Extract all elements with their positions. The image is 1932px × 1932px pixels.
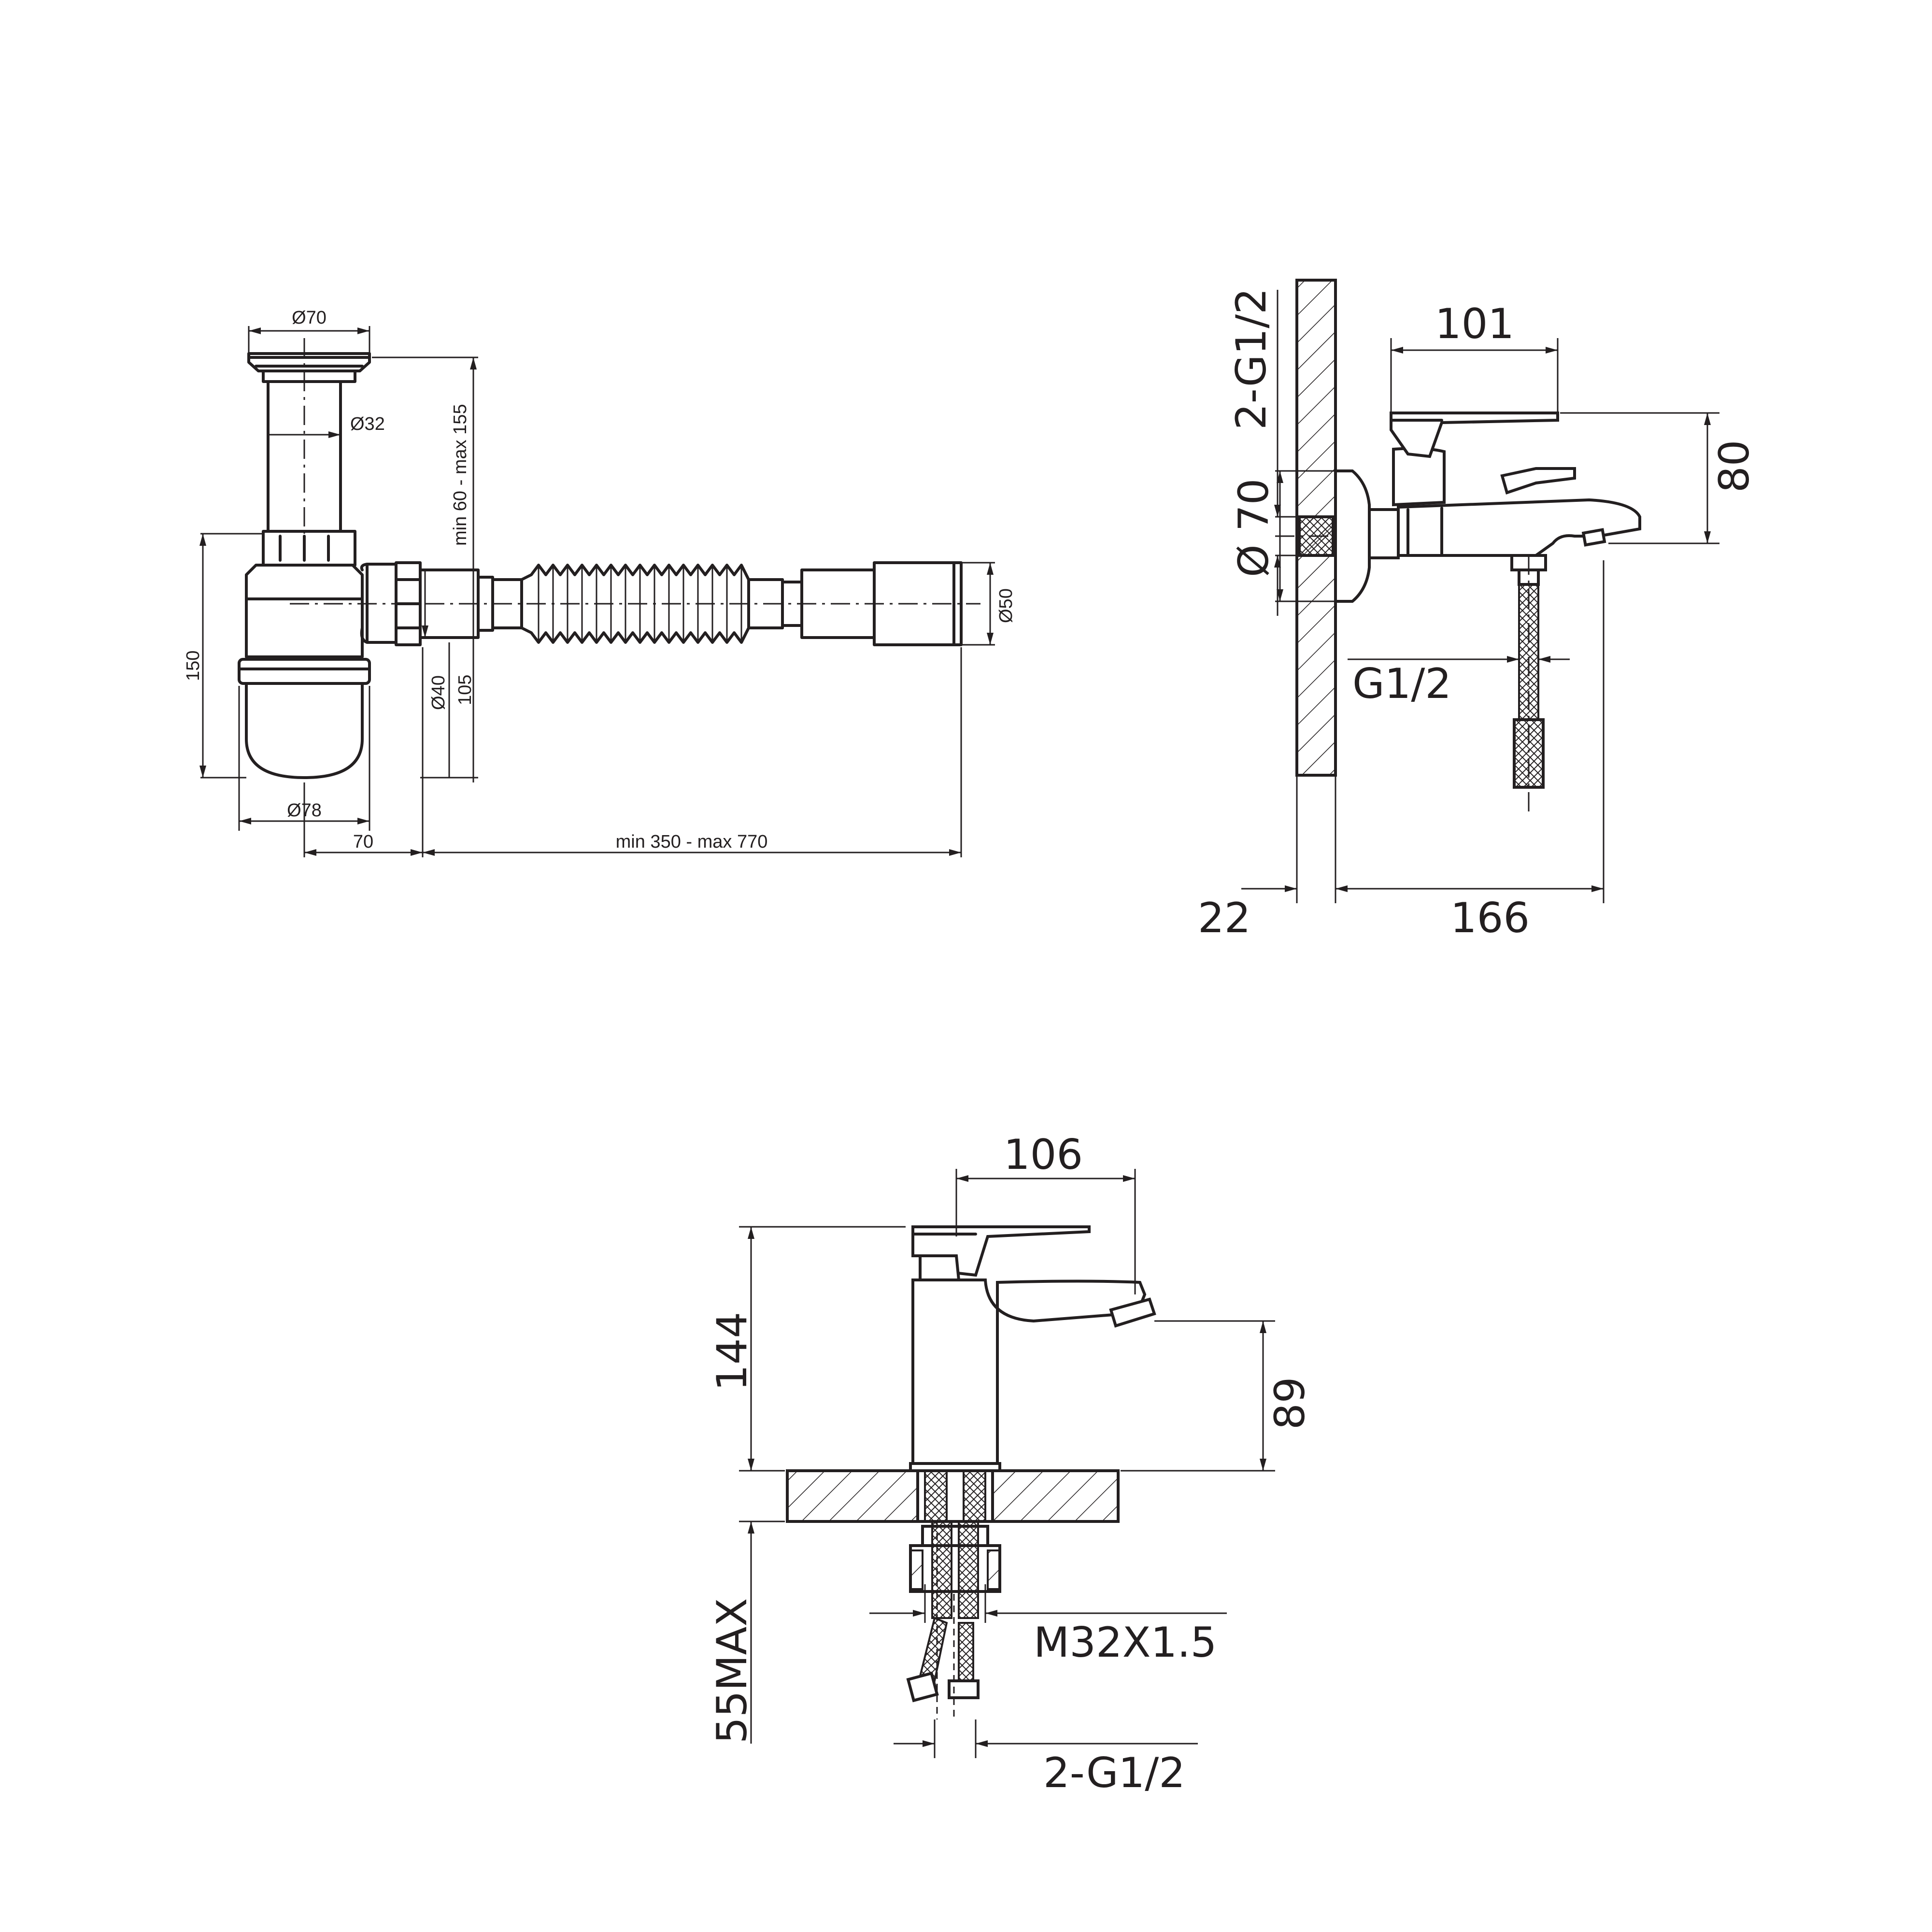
- siphon-dim-hose-length: min 350 - max 770: [616, 832, 768, 852]
- basin-hose-right: [958, 1622, 974, 1682]
- bath-dim-flange-diameter: Ø 70: [1230, 479, 1278, 577]
- siphon-dim-end-diameter: Ø50: [996, 588, 1016, 623]
- basin-mixer-body: [911, 1279, 1147, 1465]
- siphon-dim-adjust-height: min 60 - max 155: [450, 404, 470, 546]
- basin-dim-under-counter: 55MAX: [708, 1598, 756, 1744]
- siphon-dim-height: 150: [183, 651, 203, 681]
- siphon-dim-outlet-height: 105: [455, 675, 475, 705]
- siphon-dim-top-diameter: Ø70: [292, 308, 327, 328]
- basin-hose-left: [919, 1617, 948, 1682]
- bath-dim-handle-width: 101: [1435, 300, 1514, 348]
- bath-dim-outlet-thread: G1/2: [1352, 660, 1451, 708]
- basin-dim-thread: M32X1.5: [1034, 1619, 1217, 1667]
- basin-dim-spout-height: 89: [1266, 1377, 1314, 1430]
- basin-dim-inlets: 2-G1/2: [1043, 1749, 1185, 1797]
- bath-mixer-body: [1397, 498, 1641, 557]
- bath-dim-inlets: 2-G1/2: [1227, 288, 1276, 430]
- bath-mixer-drawing: 101 80 Ø 70 2-G1/2 G1/2 22 166: [1198, 279, 1759, 942]
- bath-dim-projection: 166: [1450, 894, 1530, 942]
- bath-dim-wall-gap: 22: [1198, 894, 1250, 942]
- basin-dim-width: 106: [1004, 1131, 1083, 1179]
- basin-mixer-drawing: 106 144 89 55MAX M32X1.5 2-G1/2: [708, 1131, 1314, 1797]
- siphon-dim-offset: 70: [353, 832, 373, 852]
- basin-spout-tip: [1109, 1297, 1156, 1328]
- siphon-drawing: Ø70 Ø32 min 60 - max 155 150 Ø40 105 Ø78: [183, 308, 1016, 857]
- siphon-union-nut: [262, 530, 356, 567]
- siphon-grate: [247, 352, 371, 372]
- bath-flange: [1334, 469, 1371, 603]
- basin-dim-height: 144: [708, 1312, 756, 1391]
- siphon-dim-outlet-diameter: Ø40: [428, 675, 449, 710]
- bath-lever: [1390, 412, 1559, 458]
- siphon-bottle-body: [245, 564, 364, 658]
- siphon-dim-tube-diameter: Ø32: [350, 414, 385, 434]
- bath-diverter: [1500, 467, 1576, 495]
- basin-mounting-nut: [909, 1544, 1001, 1593]
- siphon-bottle-cup: [245, 682, 364, 779]
- bath-dim-height: 80: [1710, 440, 1759, 493]
